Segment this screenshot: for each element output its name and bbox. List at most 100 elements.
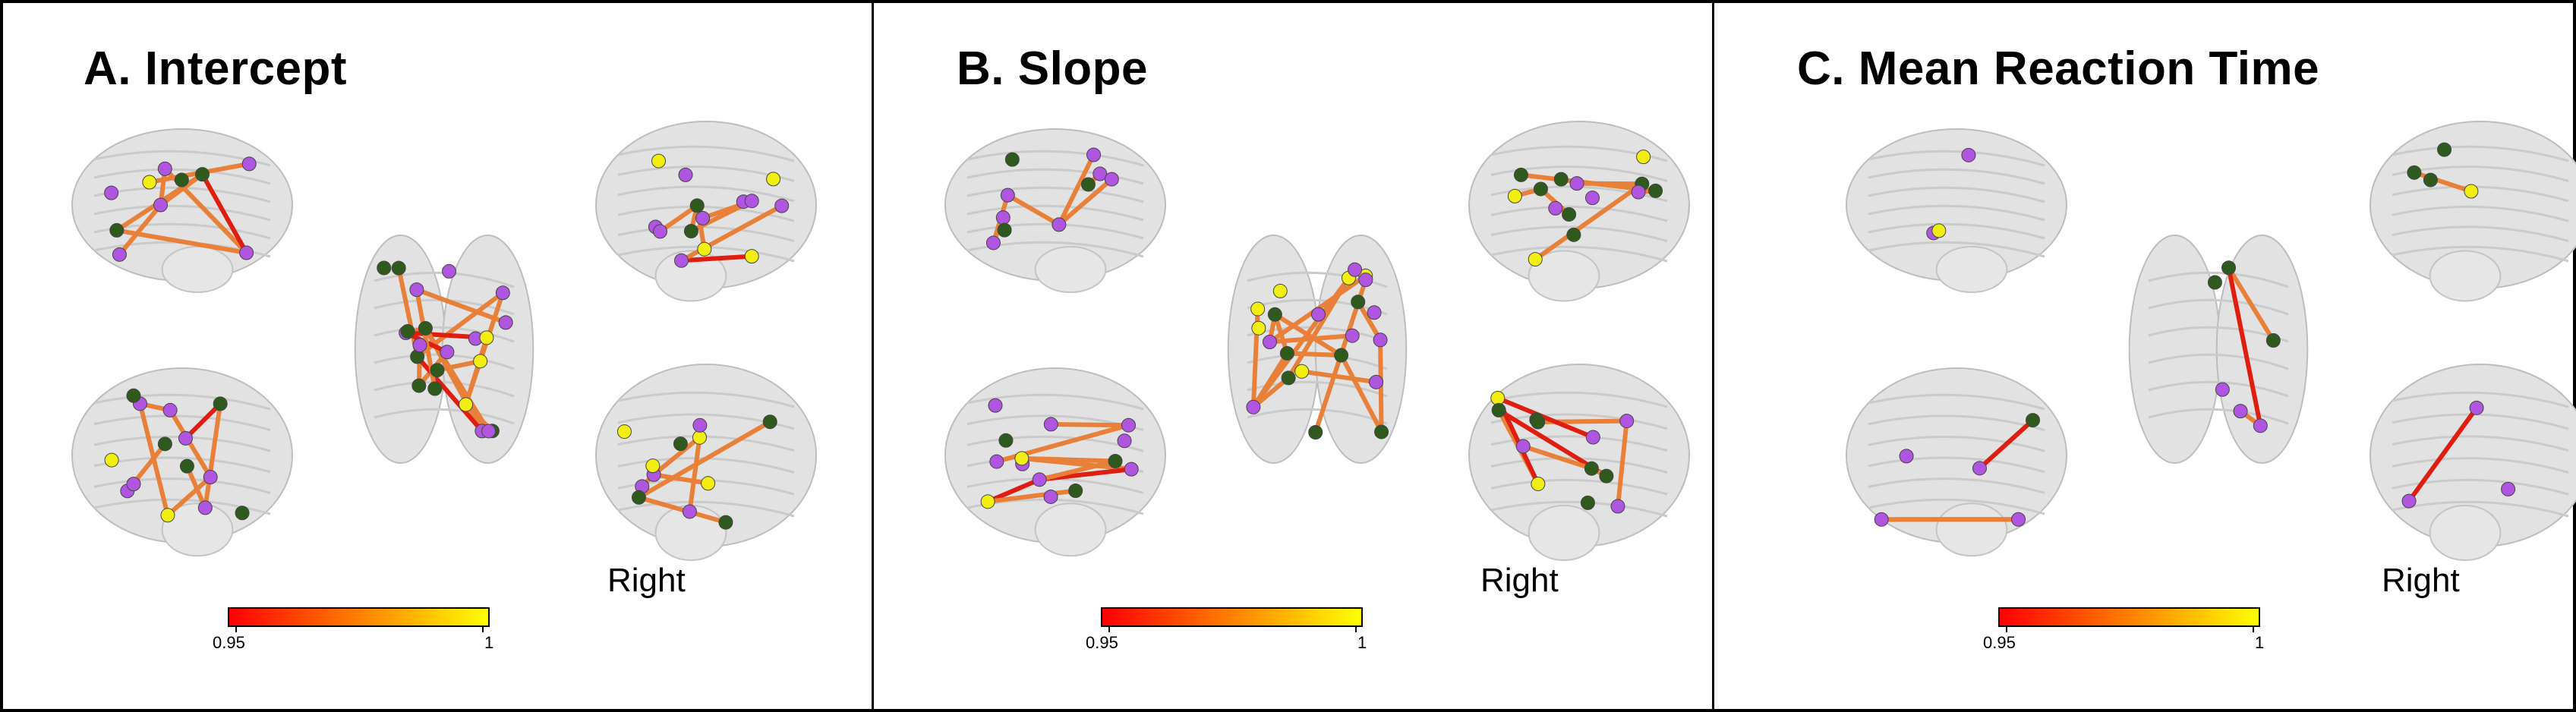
- brain-sulcus: [1868, 393, 2045, 411]
- connection-edge: [1355, 299, 1383, 342]
- region-node: [2401, 493, 2417, 509]
- region-node: [1610, 499, 1625, 514]
- region-node: [1507, 188, 1522, 203]
- region-node: [683, 223, 698, 238]
- brain-sulcus: [1868, 435, 2045, 452]
- region-node: [1279, 345, 1294, 361]
- region-node: [1104, 172, 1119, 187]
- connection-edge: [636, 495, 728, 525]
- region-node: [998, 433, 1014, 448]
- brain-sulcus: [93, 393, 271, 411]
- region-node: [762, 414, 777, 430]
- region-node: [241, 156, 257, 172]
- region-node: [692, 430, 708, 445]
- connection-edge: [1272, 312, 1344, 358]
- right-label: Right: [2382, 562, 2460, 599]
- region-node: [1000, 187, 1015, 203]
- connection-edge: [2226, 265, 2276, 343]
- connection-edge: [985, 477, 1042, 504]
- region-node: [995, 210, 1011, 225]
- cerebellum-outline: [1528, 250, 1600, 302]
- region-node: [980, 494, 995, 509]
- brain-sulcus: [966, 168, 1144, 185]
- region-node: [157, 436, 172, 452]
- region-node: [178, 430, 193, 446]
- region-node: [411, 378, 427, 393]
- cerebellum-outline: [1528, 505, 1600, 561]
- region-node: [1367, 305, 1382, 320]
- brain-sulcus: [1490, 500, 1668, 518]
- region-node: [1310, 307, 1326, 322]
- brain-view: [595, 121, 817, 302]
- connection-edge: [1299, 369, 1379, 385]
- region-node: [645, 458, 661, 474]
- region-node: [1636, 150, 1651, 165]
- region-node: [213, 396, 228, 411]
- panel-slope: B. Slope Right 0.95 1: [873, 0, 1714, 712]
- brain-sulcus: [93, 477, 271, 494]
- region-node: [2407, 165, 2422, 180]
- brain-sulcus: [966, 204, 1144, 222]
- region-node: [162, 402, 178, 417]
- region-node: [1531, 414, 1546, 430]
- region-node: [157, 161, 172, 176]
- region-node: [988, 398, 1003, 413]
- region-node: [377, 260, 392, 276]
- region-node: [409, 282, 424, 298]
- brain-sulcus: [617, 391, 795, 408]
- region-node: [1068, 484, 1083, 499]
- region-node: [997, 222, 1012, 238]
- region-node: [1267, 307, 1282, 322]
- brain-view: [2369, 364, 2576, 561]
- region-node: [239, 245, 254, 260]
- brain-view: [1846, 128, 2067, 293]
- region-node: [692, 417, 708, 433]
- region-node: [1531, 476, 1546, 491]
- brain-sulcus: [617, 185, 795, 203]
- cerebellum-outline: [2429, 505, 2502, 561]
- region-node: [1251, 320, 1266, 336]
- region-node: [701, 476, 716, 491]
- region-node: [697, 241, 712, 257]
- region-node: [1117, 433, 1132, 449]
- region-node: [1345, 328, 1360, 343]
- region-node: [1515, 439, 1531, 454]
- connection-edge: [1250, 375, 1291, 410]
- region-node: [1961, 147, 1976, 162]
- brain-sulcus: [374, 408, 515, 425]
- connection-edge: [1037, 458, 1118, 482]
- connection-edge: [1338, 353, 1384, 434]
- brain-sulcus: [2392, 145, 2569, 162]
- brain-sulcus: [966, 393, 1144, 411]
- region-node: [2469, 400, 2484, 415]
- colorbar: [1998, 607, 2260, 627]
- region-node: [481, 424, 497, 439]
- connection-edge: [651, 435, 702, 477]
- region-node: [1043, 489, 1058, 504]
- region-node: [1294, 364, 1310, 379]
- region-node: [1334, 348, 1349, 363]
- panel-divider: [1712, 0, 1714, 712]
- brain-view: [71, 128, 293, 293]
- region-node: [766, 172, 781, 187]
- region-node: [153, 197, 169, 213]
- connection-edge: [1056, 152, 1096, 227]
- region-node: [1562, 206, 1577, 222]
- colorbar-tick: [1355, 626, 1357, 632]
- panel-mean-reaction-time: C. Mean Reaction Time Right 0.95 1: [1714, 0, 2576, 712]
- connection-edge: [165, 474, 213, 518]
- region-node: [104, 452, 119, 468]
- region-node: [2423, 172, 2438, 187]
- colorbar-max-label: 1: [2255, 633, 2265, 652]
- region-node: [1086, 147, 1101, 162]
- region-node: [1124, 462, 1139, 477]
- brain-sulcus: [1247, 408, 1388, 425]
- region-node: [1513, 167, 1528, 182]
- brain-sulcus: [1868, 414, 2045, 432]
- connection-edge: [2411, 170, 2474, 194]
- region-node: [126, 477, 141, 492]
- region-node: [1272, 283, 1288, 298]
- region-node: [195, 167, 210, 182]
- panel-title: C. Mean Reaction Time: [1797, 43, 2320, 95]
